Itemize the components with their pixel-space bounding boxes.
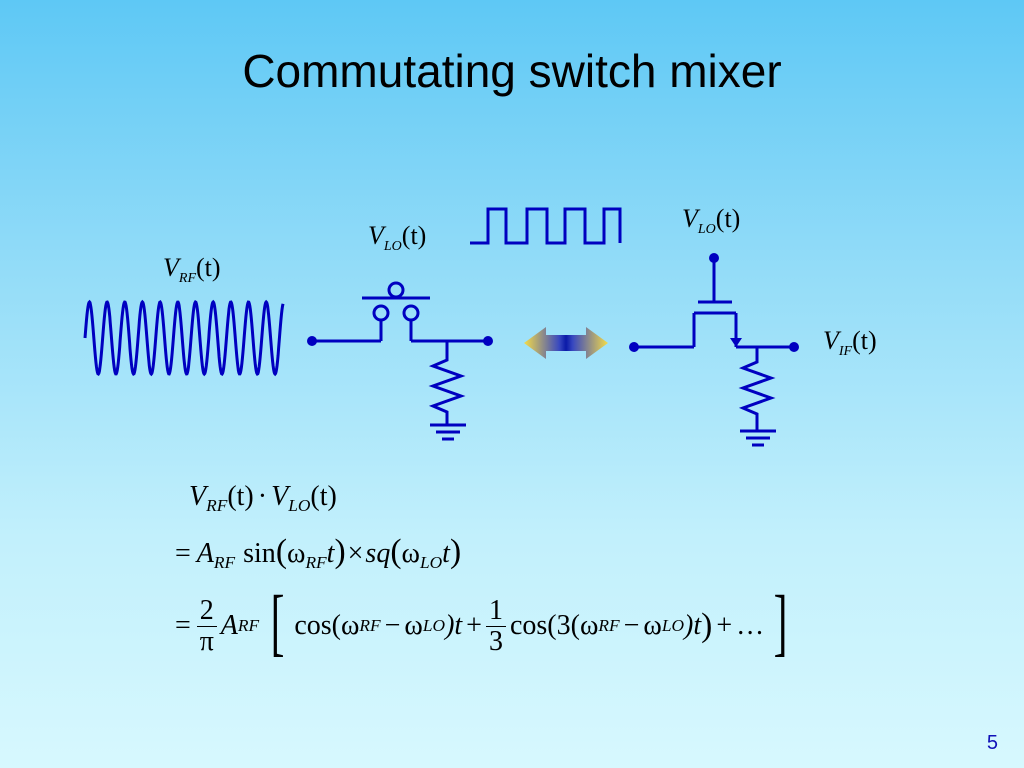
lo-square-wave xyxy=(470,207,622,245)
eq-arg: (t) xyxy=(227,481,254,512)
eq-v: V xyxy=(271,481,289,512)
fet-arrow-icon xyxy=(730,338,742,347)
eq-omega: ω xyxy=(579,610,599,641)
fraction-denominator: 3 xyxy=(488,625,503,657)
fet-circuit xyxy=(634,258,794,447)
eq-omega: ω xyxy=(404,610,423,641)
eq-v: V xyxy=(189,481,207,512)
eq-sub: RF xyxy=(598,616,620,635)
fraction-denominator: π xyxy=(199,625,214,657)
eq-dot: · xyxy=(257,481,268,512)
eq-amplitude: A xyxy=(196,538,214,569)
eq-sub: LO xyxy=(661,616,685,635)
eq-cos: cos xyxy=(509,610,548,641)
fraction-2-over-pi: 2 π xyxy=(196,596,217,657)
fet-output-terminal xyxy=(789,342,799,352)
slide-title: Commutating switch mixer xyxy=(242,45,782,97)
eq-cos: cos( xyxy=(294,610,341,641)
eq-sq: sq xyxy=(365,538,391,569)
eq-sub: RF xyxy=(206,496,228,516)
vrf-label: VRF(t) xyxy=(163,253,221,286)
eq-sub: RF xyxy=(305,553,327,573)
fet-input-terminal xyxy=(629,342,639,352)
eq-paren: ) xyxy=(334,533,346,570)
eq-paren: ) xyxy=(449,533,462,570)
eq-omega: ω xyxy=(287,538,306,569)
vif-label: VIF(t) xyxy=(823,326,877,359)
eq-paren: ( xyxy=(275,533,287,570)
eq-sub: RF xyxy=(237,616,260,635)
fraction-1-over-3: 1 3 xyxy=(485,596,506,657)
vlo-switch-label: VLO(t) xyxy=(368,221,426,254)
eq-amplitude: A xyxy=(220,610,238,641)
eq-omega: ω xyxy=(340,610,360,641)
eq-sub: LO xyxy=(419,553,443,573)
eq-sub: LO xyxy=(288,496,311,516)
eq-ellipsis: … xyxy=(736,610,765,641)
switch-input-terminal xyxy=(307,336,317,346)
eq-equals: = xyxy=(175,610,191,641)
fraction-numerator: 1 xyxy=(485,596,506,627)
eq-sub: RF xyxy=(213,553,236,573)
eq-minus: − xyxy=(623,610,640,641)
eq-sub: RF xyxy=(359,616,381,635)
eq-minus: − xyxy=(384,610,401,641)
eq-omega: ω xyxy=(401,538,420,569)
eq-times: × xyxy=(347,538,364,569)
eq-omega: ω xyxy=(643,610,662,641)
eq-t: t xyxy=(442,538,450,569)
page-number: 5 xyxy=(986,732,998,754)
eq-close: )t xyxy=(445,610,463,641)
fet-gate-terminal xyxy=(709,253,719,263)
eq-paren: ) xyxy=(701,607,713,644)
rf-sine-wave xyxy=(83,299,285,377)
fraction-numerator: 2 xyxy=(196,596,217,627)
eq-right-bracket: ] xyxy=(773,581,788,664)
switch-circuit xyxy=(312,281,488,441)
eq-plus: + xyxy=(716,610,733,641)
vlo-fet-label: VLO(t) xyxy=(682,204,740,237)
eq-left-bracket: [ xyxy=(270,581,285,664)
eq-sin: sin xyxy=(243,538,276,569)
eq-t: t xyxy=(326,538,335,569)
eq-close: )t xyxy=(684,610,702,641)
eq-paren: ( xyxy=(390,533,402,570)
eq-paren: (3( xyxy=(547,610,580,641)
eq-arg: (t) xyxy=(310,481,337,512)
eq-plus: + xyxy=(466,610,482,641)
eq-sub: LO xyxy=(422,616,446,635)
equation-line-1: VRF(t)·VLO(t) xyxy=(189,481,337,516)
switch-output-terminal xyxy=(483,336,493,346)
double-arrow-icon xyxy=(524,327,608,359)
eq-equals: = xyxy=(175,538,191,569)
